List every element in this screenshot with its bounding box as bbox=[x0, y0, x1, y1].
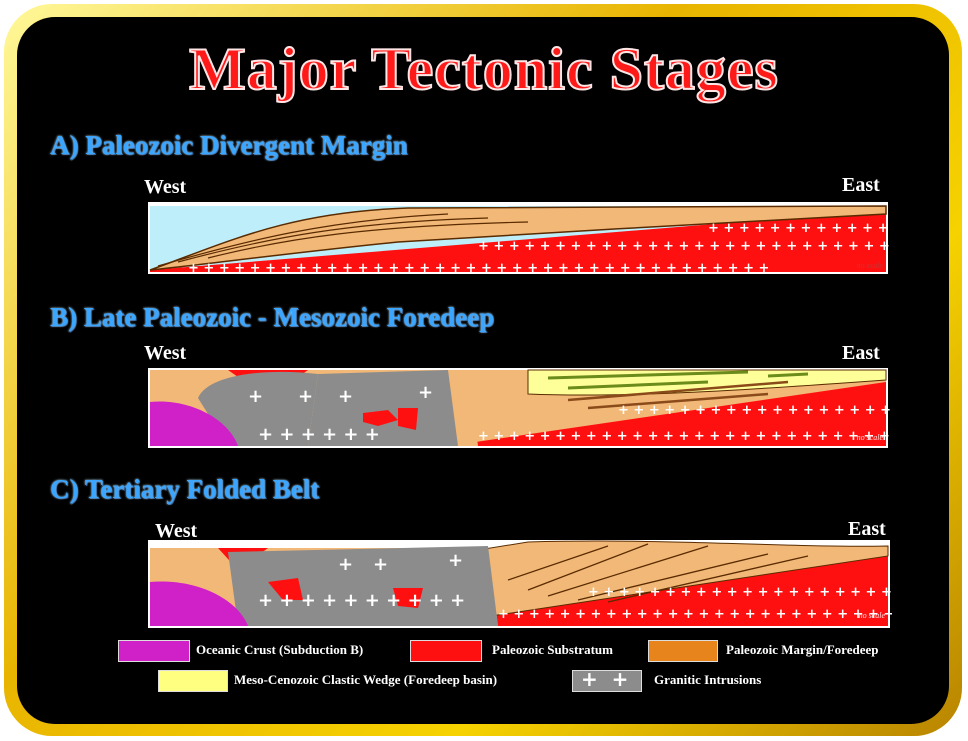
svg-text:+: + bbox=[298, 386, 313, 407]
section-b-heading: B) Late Paleozoic - Mesozoic Foredeep bbox=[50, 302, 495, 332]
section-c-cross-section: + + + + + + + + + + + + + + + + + + + + + … bbox=[148, 540, 892, 628]
section-c-west-label: West bbox=[155, 520, 198, 542]
section-b-cross-section: + + + + + + + + + + + + + + + + + + + + + +… bbox=[148, 368, 890, 448]
svg-text:+: + bbox=[448, 550, 463, 571]
svg-text:+: + bbox=[338, 554, 353, 575]
legend-label-paleozoic-substratum: Paleozoic Substratum bbox=[492, 642, 613, 657]
section-b-east-label: East bbox=[842, 342, 880, 364]
page-title: Major Tectonic Stages bbox=[188, 35, 779, 103]
section-a-west-label: West bbox=[144, 176, 187, 198]
svg-text:+: + bbox=[248, 386, 263, 407]
legend-label-granitic-intrusions: Granitic Intrusions bbox=[654, 672, 762, 687]
svg-text:+ + + + + + + + + + + + + + +: + + + + + + + + + + + + + + + + + + + bbox=[708, 221, 890, 236]
section-c-east-label: East bbox=[848, 518, 886, 540]
section-a-cross-section: + + + + + + + + + + + + + + + + + + + + … bbox=[148, 202, 890, 276]
section-a-scale-note: no scale bbox=[857, 261, 884, 270]
section-b-scale-note: no scale bbox=[857, 433, 884, 442]
section-c-scale-note: no scale bbox=[859, 611, 886, 620]
svg-text:+ + + + + + + + + + + + + + +: + + + + + + + + + + + + + + + + + + + + … bbox=[498, 607, 892, 622]
legend-swatch-granitic-intrusions: + + bbox=[572, 667, 642, 692]
legend-swatch-clastic-wedge bbox=[158, 670, 228, 692]
section-b-west-label: West bbox=[144, 342, 187, 364]
legend-label-oceanic-crust: Oceanic Crust (Subduction B) bbox=[196, 642, 364, 657]
svg-text:+ + + + + + + + + +: + + + + + + + + + + bbox=[258, 590, 465, 611]
section-a-plus-pattern: + + + + + + + + + + + + + + + + + + + + … bbox=[188, 221, 890, 276]
section-b-granite-pattern: + + + + + + + + + + bbox=[248, 382, 433, 445]
legend-swatch-oceanic-crust bbox=[118, 640, 190, 662]
svg-text:+ + + + + + + + + + + + + + +: + + + + + + + + + + + + + + + + + + + + … bbox=[478, 429, 890, 444]
svg-text:+ + + + + + + + + + + + + + +: + + + + + + + + + + + + + + + + + + + + … bbox=[478, 239, 890, 254]
legend-label-clastic-wedge: Meso-Cenozoic Clastic Wedge (Foredeep ba… bbox=[234, 672, 498, 687]
svg-text:+: + bbox=[373, 554, 388, 575]
legend-label-paleozoic-margin: Paleozoic Margin/Foredeep bbox=[726, 642, 879, 657]
svg-text:+ + + + + + + + + + + + + + +: + + + + + + + + + + + + + + + + + + + + … bbox=[588, 585, 892, 600]
svg-text:+: + bbox=[338, 386, 353, 407]
legend-swatch-paleozoic-substratum bbox=[410, 640, 482, 662]
section-a-east-label: East bbox=[842, 174, 880, 196]
svg-text:+ + + + + +: + + + + + + bbox=[258, 424, 380, 445]
legend-swatch-paleozoic-margin bbox=[648, 640, 718, 662]
section-a-heading: A) Paleozoic Divergent Margin bbox=[50, 130, 408, 160]
svg-text:+: + bbox=[418, 382, 433, 403]
svg-text:+ + + + + + + + + + + + + + +: + + + + + + + + + + + + + + + + + + + + … bbox=[188, 261, 769, 276]
svg-text:+ + + + + + + + + + + + + + +: + + + + + + + + + + + + + + + + + + + + … bbox=[618, 403, 890, 418]
section-c-heading: C) Tertiary Folded Belt bbox=[50, 474, 320, 504]
